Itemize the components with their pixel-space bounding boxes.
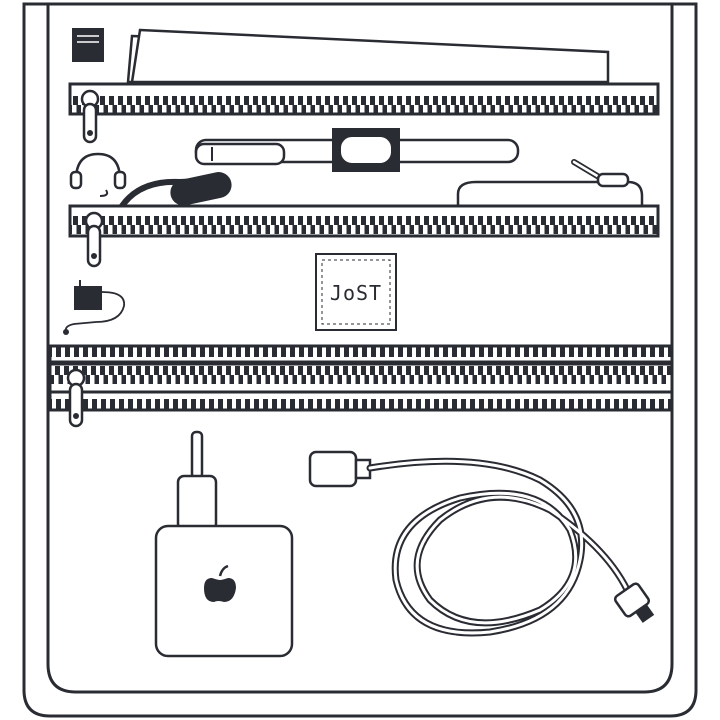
top-zipper[interactable] bbox=[68, 82, 660, 144]
apple-logo-icon bbox=[204, 564, 236, 602]
stylus-icon bbox=[456, 159, 644, 206]
pouch-inner-outline bbox=[46, 4, 674, 694]
zipper-pull-icon[interactable] bbox=[80, 89, 100, 144]
zipper-pull-icon[interactable] bbox=[84, 211, 104, 268]
usb-cable-icon bbox=[308, 450, 655, 637]
headphones-icon bbox=[69, 152, 127, 197]
charger-icon bbox=[154, 430, 294, 658]
adapter-icon bbox=[63, 280, 125, 335]
pen-icon bbox=[194, 128, 520, 172]
earbud-cable-icon bbox=[119, 172, 232, 209]
brand-label-text: JoST bbox=[330, 281, 382, 305]
papers-icon bbox=[126, 28, 610, 84]
brand-label: JoST bbox=[315, 253, 397, 331]
notebook-icon bbox=[72, 28, 104, 62]
zipper-pull-icon[interactable] bbox=[66, 368, 86, 428]
bottom-zipper[interactable] bbox=[48, 344, 674, 428]
middle-zipper[interactable] bbox=[68, 204, 660, 268]
